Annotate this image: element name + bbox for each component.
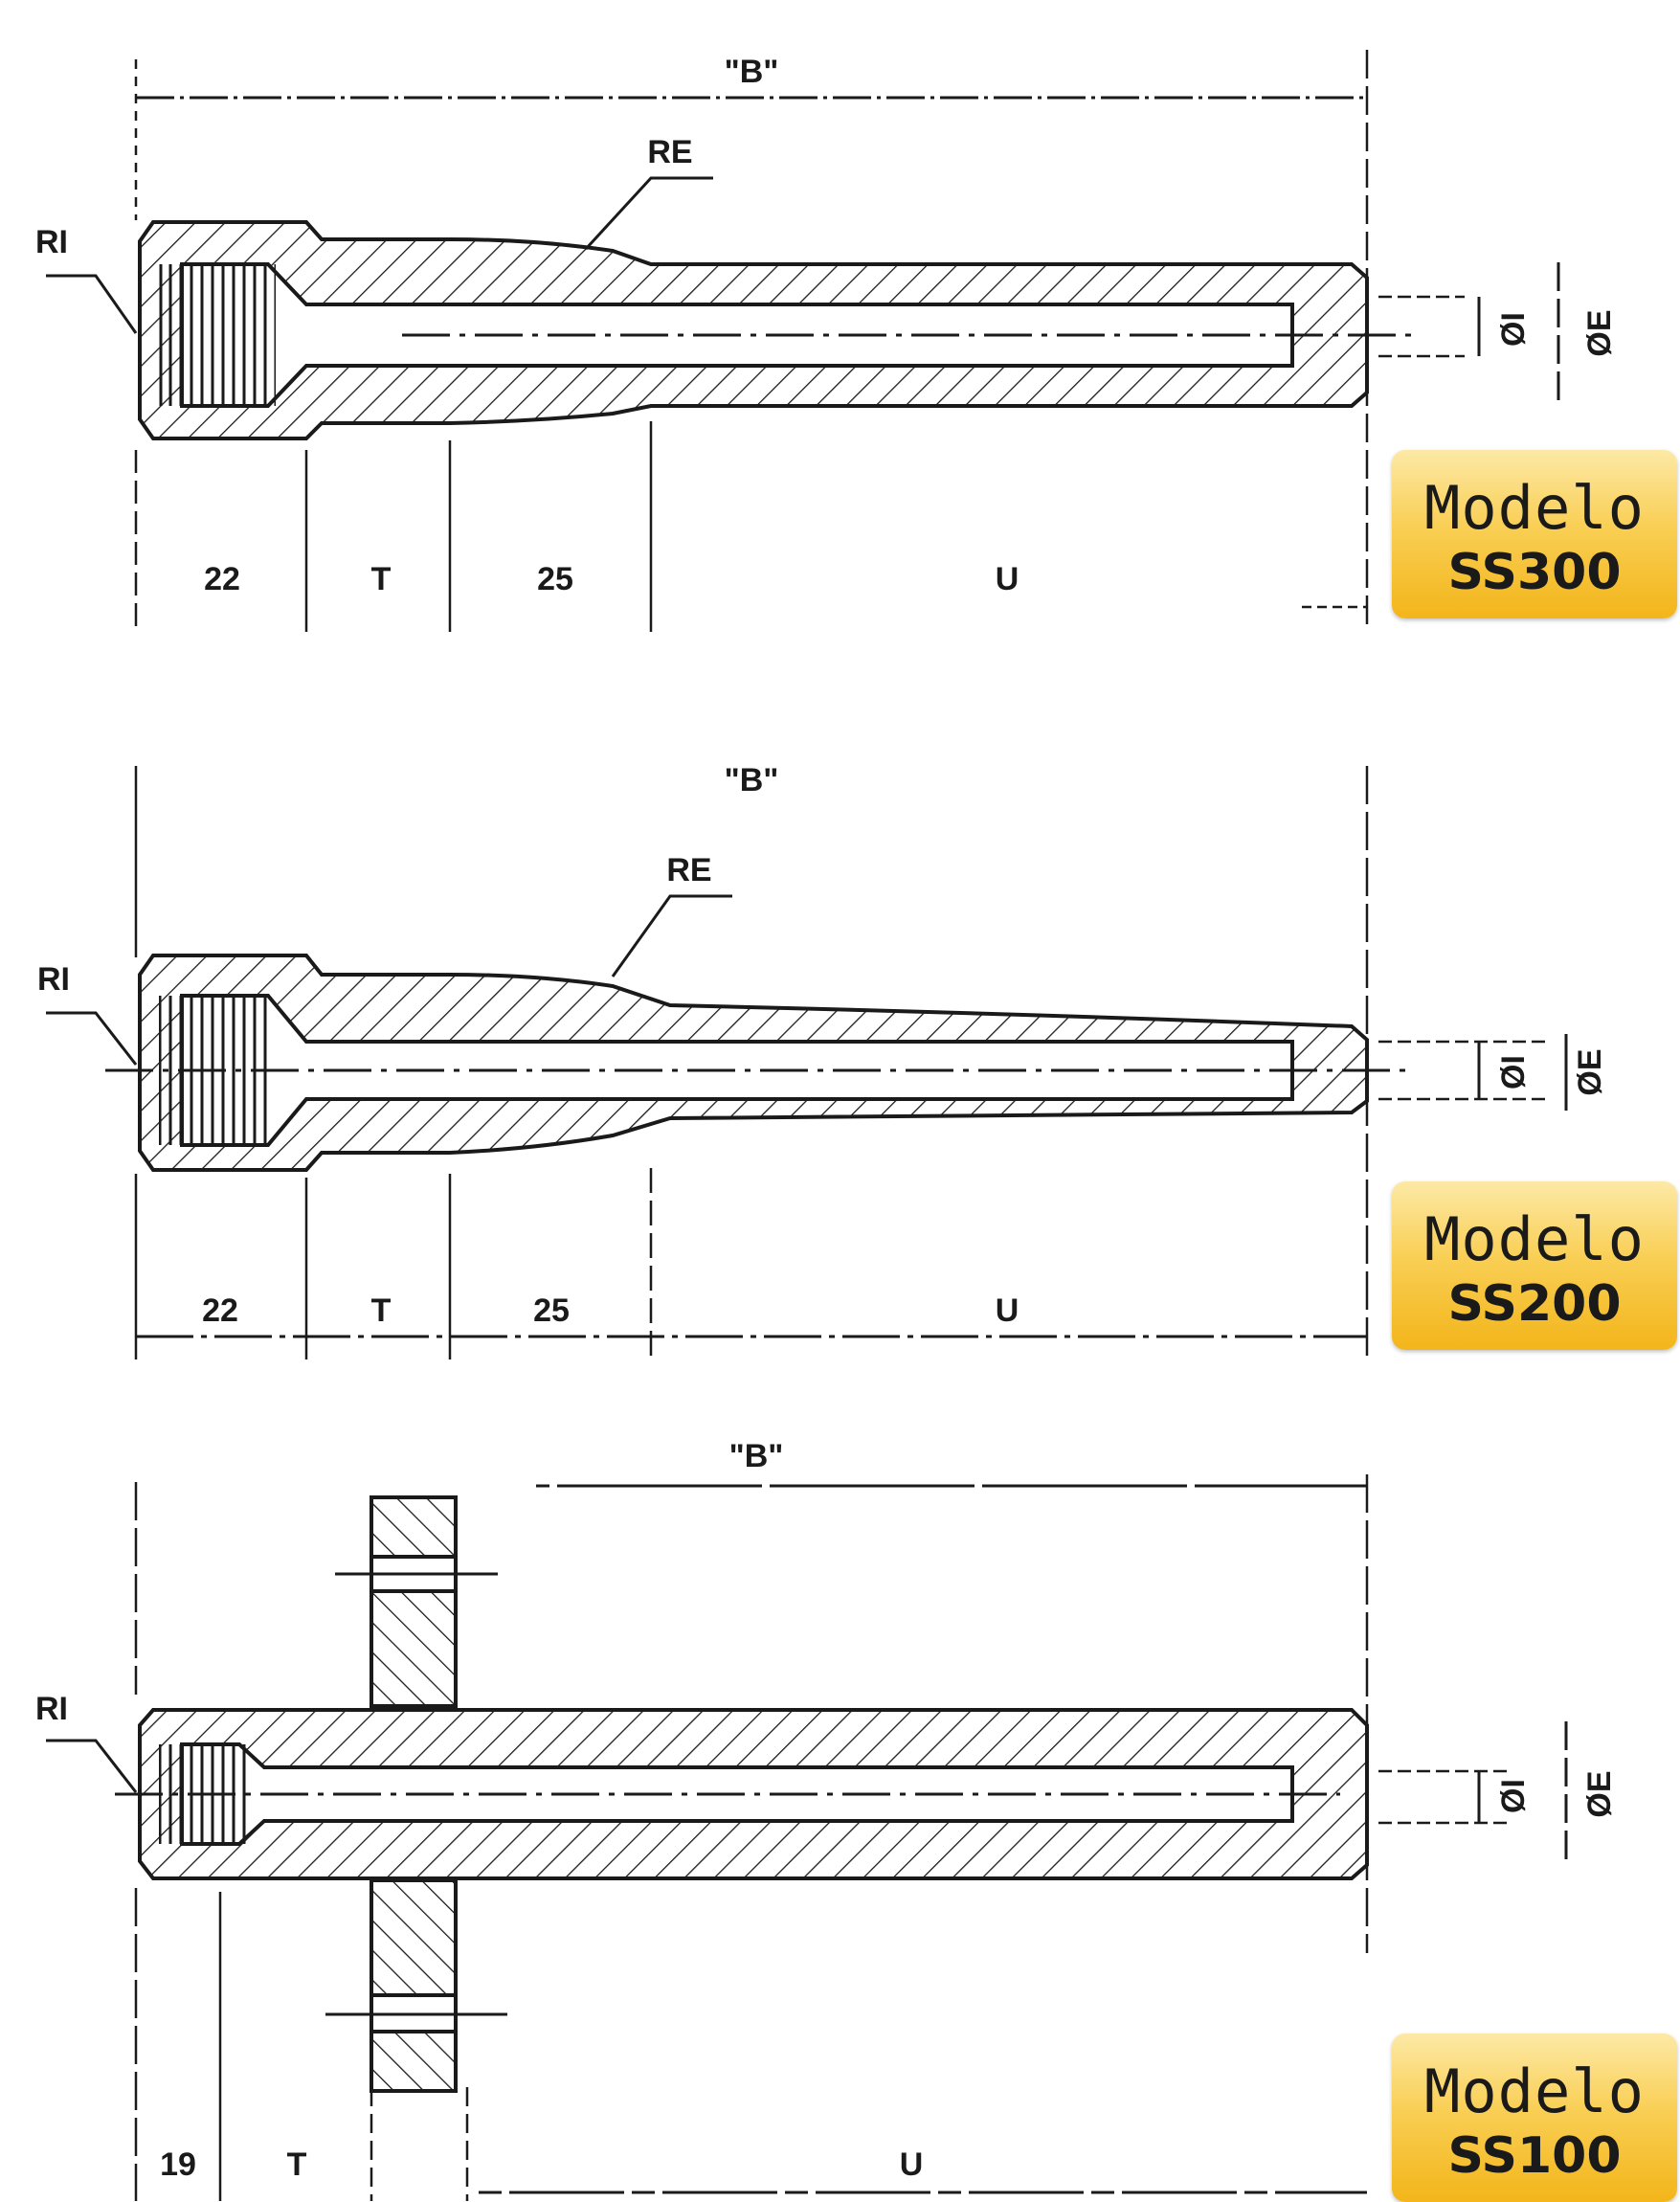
- label-ss200-ri: RI: [37, 961, 70, 998]
- label-ss200-overall: "B": [725, 762, 779, 798]
- label-ss300-ri: RI: [35, 224, 68, 260]
- label-ss100-d2: T: [287, 2146, 307, 2183]
- label-ss300-dia-i: ØI: [1495, 312, 1532, 347]
- label-ss100-overall: "B": [729, 1438, 784, 1474]
- label-ss200-dia-e: ØE: [1572, 1048, 1608, 1095]
- label-ss200-d2: T: [371, 1292, 392, 1329]
- label-ss100-d4: U: [900, 2146, 924, 2183]
- label-ss200-d4: U: [996, 1292, 1019, 1329]
- badge-ss200-line1: Modelo: [1424, 1204, 1645, 1274]
- drawing-ss100: [46, 1474, 1568, 2201]
- label-ss200-dia-i: ØI: [1495, 1055, 1532, 1090]
- label-ss100-d1: 19: [160, 2146, 196, 2183]
- label-ss300-d1: 22: [204, 561, 240, 597]
- badge-ss300-line1: Modelo: [1424, 473, 1645, 543]
- label-ss300-re: RE: [647, 134, 692, 170]
- label-ss300-d3: 25: [537, 561, 573, 597]
- drawing-ss300: [46, 50, 1560, 632]
- label-ss100-dia-e: ØE: [1581, 1770, 1618, 1817]
- label-ss300-dia-e: ØE: [1581, 309, 1618, 356]
- badge-ss300-line2: SS300: [1447, 544, 1622, 601]
- label-ss300-d2: T: [371, 561, 392, 597]
- model-badge-ss300: Modelo SS300: [1392, 450, 1677, 618]
- label-ss200-d1: 22: [202, 1292, 238, 1329]
- badge-ss200-line2: SS200: [1447, 1275, 1622, 1333]
- model-badge-ss200: Modelo SS200: [1392, 1181, 1677, 1350]
- badge-ss100-line1: Modelo: [1424, 2056, 1645, 2126]
- label-ss200-d3: 25: [533, 1292, 570, 1329]
- badge-ss100-line2: SS100: [1447, 2127, 1622, 2185]
- label-ss300-d4: U: [996, 561, 1019, 597]
- label-ss300-overall: "B": [725, 54, 779, 90]
- label-ss100-dia-i: ØI: [1495, 1779, 1532, 1813]
- label-ss200-re: RE: [666, 852, 711, 888]
- drawing-ss200: [46, 766, 1568, 1359]
- label-ss100-ri: RI: [35, 1691, 68, 1727]
- model-badge-ss100: Modelo SS100: [1392, 2033, 1677, 2202]
